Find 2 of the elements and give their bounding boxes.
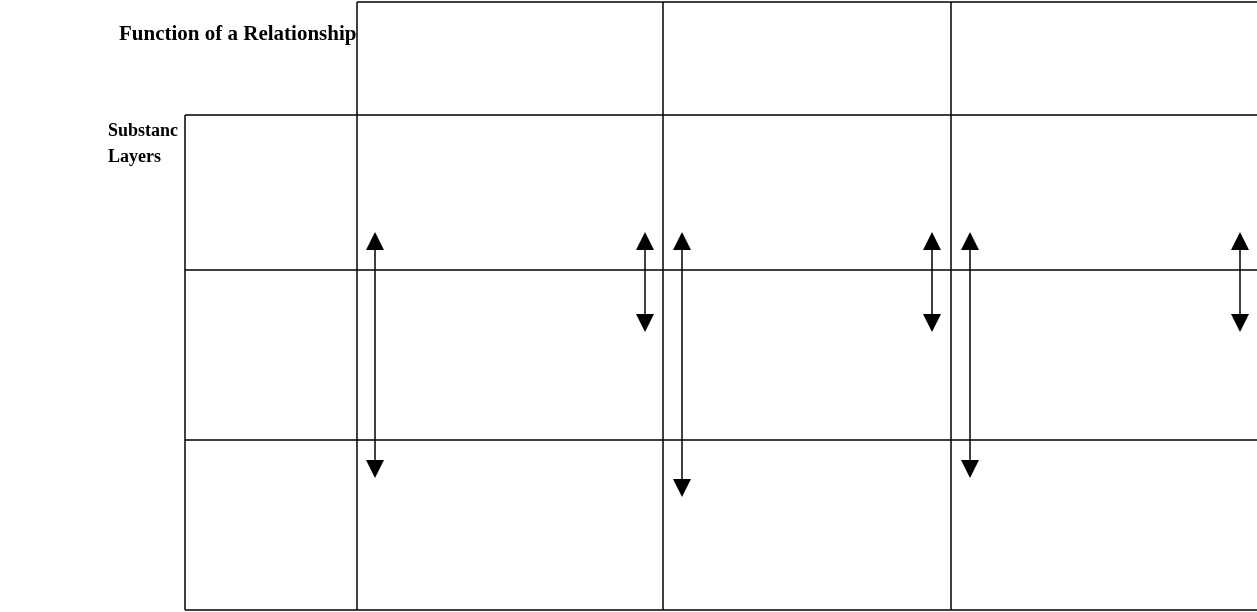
row-heading: Substanc Layers: [108, 119, 180, 168]
diagram-title: Function of a Relationship: [119, 20, 357, 46]
